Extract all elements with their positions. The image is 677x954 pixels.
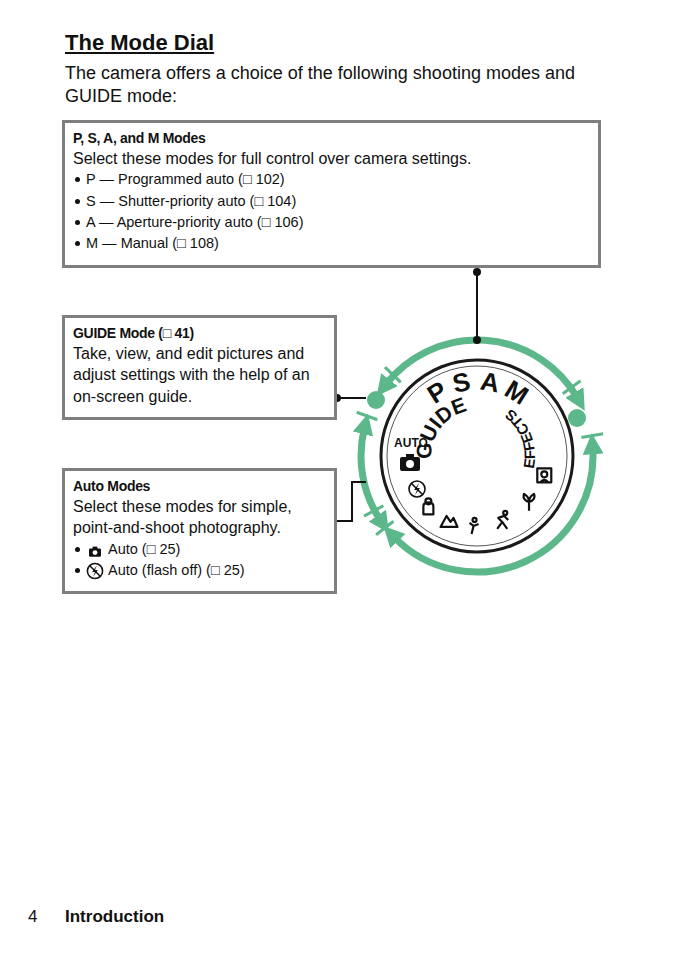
range-tick xyxy=(385,367,401,382)
scene-icon xyxy=(537,468,551,482)
mode-icon xyxy=(86,541,104,559)
bullet xyxy=(75,199,80,204)
mode-box: Auto ModesSelect these modes for simple,… xyxy=(62,468,337,594)
page-title: The Mode Dial xyxy=(65,30,214,56)
bullet xyxy=(75,547,80,552)
range-tick xyxy=(563,381,581,394)
box-body: Select these modes for full control over… xyxy=(73,148,590,170)
scene-icon xyxy=(423,498,433,514)
mode-box: P, S, A, and M ModesSelect these modes f… xyxy=(62,120,601,268)
camera-icon xyxy=(400,454,420,471)
list-item: M — Manual (□ 108) xyxy=(73,233,590,254)
list-text: P — Programmed auto (□ 102) xyxy=(86,169,285,190)
position-dot xyxy=(568,409,586,427)
box-body: Take, view, and edit pictures and adjust… xyxy=(73,343,326,408)
scene-icon xyxy=(470,518,479,534)
bullet xyxy=(75,177,80,182)
dial-auto-label: AUTO xyxy=(394,436,428,450)
flash-off-icon xyxy=(409,481,425,497)
box-heading: Auto Modes xyxy=(73,477,326,496)
scene-icons xyxy=(409,468,551,534)
box-heading: P, S, A, and M Modes xyxy=(73,129,590,148)
range-tick xyxy=(581,434,603,438)
range-arrow xyxy=(361,428,381,521)
leader-dot xyxy=(473,336,481,344)
list-item: P — Programmed auto (□ 102) xyxy=(73,169,590,190)
dial-inner-rim xyxy=(387,366,567,546)
mode-icon xyxy=(86,562,104,580)
box-body: Select these modes for simple, point-and… xyxy=(73,496,326,539)
position-dot xyxy=(367,391,385,409)
range-tick xyxy=(357,412,378,420)
scene-icon xyxy=(441,516,458,527)
list-text: A — Aperture-priority auto (□ 106) xyxy=(86,212,304,233)
mode-letter: P xyxy=(422,375,453,410)
range-arrow xyxy=(394,448,593,572)
leader-dot xyxy=(473,268,481,276)
mode-letter: M xyxy=(500,374,534,411)
list-item: Auto (flash off) (□ 25) xyxy=(73,560,326,581)
bullet xyxy=(75,568,80,573)
intro-text: The camera offers a choice of the follow… xyxy=(65,62,625,109)
list-item: Auto (□ 25) xyxy=(73,539,326,560)
leader-line xyxy=(337,397,366,399)
dial-rim xyxy=(381,360,573,552)
leader-line xyxy=(476,272,478,340)
range-arrow xyxy=(386,340,578,398)
camera-icon xyxy=(89,546,101,556)
page-number: 4 xyxy=(28,907,37,927)
list-text: M — Manual (□ 108) xyxy=(86,233,219,254)
range-tick xyxy=(376,521,393,535)
leader-line xyxy=(337,482,366,521)
list-text: Auto (flash off) (□ 25) xyxy=(108,560,245,581)
list-item: S — Shutter-priority auto (□ 104) xyxy=(73,191,590,212)
bullet xyxy=(75,241,80,246)
mode-dial: PSAMGUIDEEFFECTSAUTO xyxy=(333,268,603,572)
box-heading: GUIDE Mode (□ 41) xyxy=(73,324,326,343)
dial-effects-label: EFFECTS xyxy=(502,406,539,469)
section-name: Introduction xyxy=(65,907,164,927)
scene-icon xyxy=(524,494,535,511)
flash-off-icon xyxy=(87,563,102,578)
list-text: Auto (□ 25) xyxy=(108,539,180,560)
dial-effects-label: EFFECTS xyxy=(502,406,539,469)
list-item: A — Aperture-priority auto (□ 106) xyxy=(73,212,590,233)
mode-letter: A xyxy=(478,366,502,399)
scene-icon xyxy=(497,511,508,529)
list-text: S — Shutter-priority auto (□ 104) xyxy=(86,191,296,212)
range-tick xyxy=(364,506,383,516)
mode-box: GUIDE Mode (□ 41)Take, view, and edit pi… xyxy=(62,315,337,420)
bullet xyxy=(75,220,80,225)
